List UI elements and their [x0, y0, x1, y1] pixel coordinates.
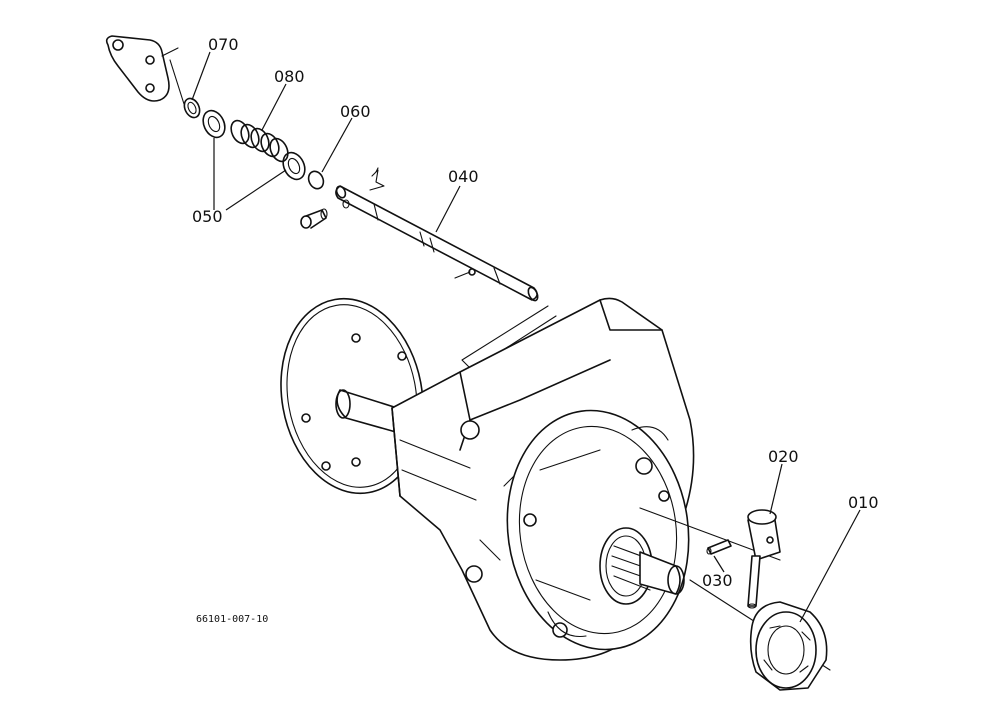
leader-lines [191, 51, 861, 623]
callout-060: 060 [340, 102, 371, 121]
washer-050-a [202, 109, 226, 139]
callout-070: 070 [208, 35, 239, 54]
o-ring-060 [307, 170, 325, 190]
snap-ring-070 [183, 97, 201, 119]
gear-housing [391, 297, 695, 661]
shaft-040 [335, 185, 539, 302]
lever-bracket [105, 35, 185, 105]
callout-040: 040 [448, 167, 479, 186]
washer-050-b [282, 151, 306, 181]
callout-010: 010 [848, 493, 879, 512]
castle-nut-010 [749, 601, 828, 691]
splined-hub [599, 527, 685, 605]
callout-080: 080 [274, 67, 305, 86]
callout-030: 030 [702, 571, 733, 590]
retaining-pin [300, 208, 328, 229]
spring-clip [369, 167, 385, 191]
spring-080 [230, 119, 289, 163]
cotter-pin-030 [706, 539, 732, 555]
callout-020: 020 [768, 447, 799, 466]
reference-code: 66101-007-10 [196, 614, 268, 625]
assembly-line [461, 305, 557, 371]
callout-050: 050 [192, 207, 223, 226]
bolt-020 [747, 509, 781, 609]
